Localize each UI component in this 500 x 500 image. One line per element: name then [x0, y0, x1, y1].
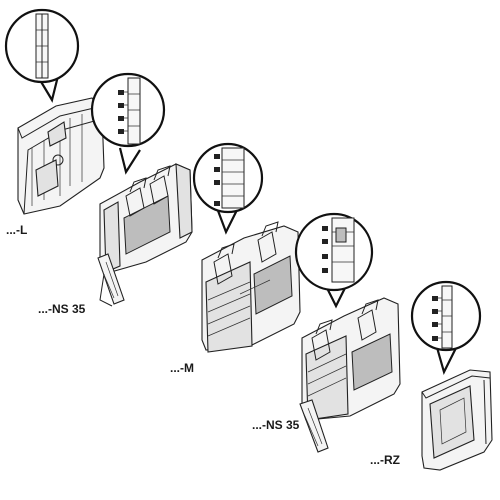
- part-rz-illustration: [421, 369, 493, 471]
- part-l-illustration: [17, 97, 105, 215]
- part-ns35-a-detail-bubble: [90, 72, 166, 175]
- label-ns35-b: ...-NS 35: [252, 418, 300, 432]
- part-l-detail-bubble: [4, 8, 80, 103]
- part-ns35-b-detail-bubble: [294, 212, 374, 309]
- part-m-detail-bubble: [192, 142, 264, 235]
- part-ns35-b-illustration: [299, 297, 401, 453]
- label-ns35-a: ...-NS 35: [38, 302, 86, 316]
- label-rz: ...-RZ: [370, 453, 400, 467]
- label-m: ...-M: [170, 361, 194, 375]
- part-rz-detail-bubble: [410, 280, 482, 376]
- label-l: ...-L: [6, 223, 28, 237]
- part-m-illustration: [201, 221, 301, 353]
- part-ns35-a-illustration: [97, 163, 193, 307]
